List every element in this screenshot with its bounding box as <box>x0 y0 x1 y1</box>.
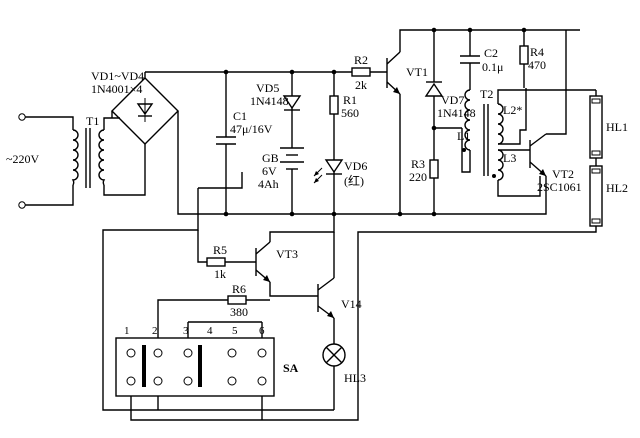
r3-value: 220 <box>409 170 427 184</box>
vt2-part: 2SC1061 <box>537 180 582 194</box>
transformer-t2: T2 L1 L2* L3 <box>434 87 596 197</box>
positive-rail <box>145 69 352 75</box>
vt2-label: VT2 <box>552 167 574 181</box>
r6-value: 380 <box>230 305 248 319</box>
r1-label: R1 <box>343 93 357 107</box>
sa-label: SA <box>283 361 299 375</box>
sa-pin-3: 3 <box>183 325 189 337</box>
transistor-vt1: VT1 <box>386 29 580 214</box>
hl1-label: HL1 <box>606 120 628 134</box>
capacitor-c1: C1 47μ/16V <box>216 72 273 214</box>
ground-rail <box>177 118 480 217</box>
r5-value: 1k <box>214 267 226 281</box>
vd1-4-part: 1N4001×4 <box>91 82 142 96</box>
sa-pin-2: 2 <box>152 325 158 337</box>
gb-label: GB <box>262 151 279 165</box>
resistor-r5: R5 1k <box>197 230 256 281</box>
vd6-label: VD6 <box>344 159 367 173</box>
capacitor-c2: C2 0.1μ <box>460 27 503 90</box>
r2-label: R2 <box>354 53 368 67</box>
hl2-label: HL2 <box>606 181 628 195</box>
r2-value: 2k <box>355 78 367 92</box>
v14-label: V14 <box>341 297 362 311</box>
r4-label: R4 <box>530 45 544 59</box>
r5-label: R5 <box>213 243 227 257</box>
resistor-r3: R3 220 <box>409 128 439 214</box>
sa-pin-1: 1 <box>124 325 130 337</box>
resistor-r2: R2 2k <box>351 53 387 92</box>
vd7-part: 1N4148 <box>437 106 476 120</box>
c1-label: C1 <box>233 109 247 123</box>
l3-label: L3 <box>503 151 516 165</box>
t1-label: T1 <box>86 114 99 128</box>
vt3-label: VT3 <box>276 247 298 261</box>
vd6-color: (红) <box>344 173 364 188</box>
resistor-r1: R1 560 <box>329 72 359 160</box>
diode-vd7: VD7 1N4148 <box>424 27 476 131</box>
lamp-hl1: HL1 <box>589 90 628 159</box>
l2-label: L2* <box>503 103 522 117</box>
vd7-label: VD7 <box>441 93 464 107</box>
switch-sa[interactable]: 1 2 3 4 5 6 SA <box>115 304 334 421</box>
lamp-hl3: HL3 <box>322 343 366 410</box>
sa-pin-4: 4 <box>207 325 213 337</box>
r6-label: R6 <box>232 282 246 296</box>
hl3-label: HL3 <box>344 371 366 385</box>
mains-input: ~220V <box>6 113 74 209</box>
vt1-label: VT1 <box>406 65 428 79</box>
resistor-r6: R6 380 <box>157 282 270 319</box>
vd5-label: VD5 <box>256 81 279 95</box>
c1-value: 47μ/16V <box>230 122 273 136</box>
diode-vd5: VD5 1N4148 <box>250 72 302 148</box>
c2-label: C2 <box>484 46 498 60</box>
t2-label: T2 <box>480 87 493 101</box>
battery-gb: GB 6V 4Ah <box>258 147 304 214</box>
c2-value: 0.1μ <box>482 60 503 74</box>
transistor-v14: V14 <box>317 232 362 344</box>
r3-label: R3 <box>411 157 425 171</box>
led-vd6: VD6 (红) <box>313 159 367 214</box>
mains-label: ~220V <box>6 152 39 166</box>
vd5-part: 1N4148 <box>250 94 289 108</box>
bridge-rectifier: VD1~VD4 1N4001×4 <box>91 69 179 175</box>
gb-capacity: 4Ah <box>258 177 279 191</box>
transistor-vt3: VT3 <box>255 214 335 297</box>
sa-pin-5: 5 <box>232 325 238 337</box>
lamp-hl2: HL2 <box>334 158 628 421</box>
resistor-r4: R4 470 <box>519 27 546 88</box>
r1-value: 560 <box>341 106 359 120</box>
gb-voltage: 6V <box>262 164 277 178</box>
transistor-vt2: VT2 2SC1061 <box>480 30 582 215</box>
r4-value: 470 <box>528 58 546 72</box>
vd1-4-label: VD1~VD4 <box>91 69 144 83</box>
l1-label: L1 <box>457 129 470 143</box>
transformer-t1: T1 <box>71 114 146 196</box>
